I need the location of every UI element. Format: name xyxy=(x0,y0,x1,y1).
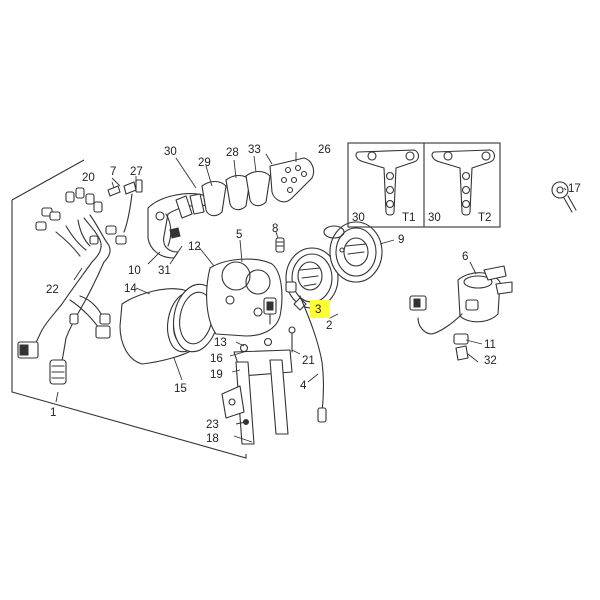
leader-lines xyxy=(55,152,567,443)
callout-19: 19 xyxy=(210,369,223,381)
callout-31: 31 xyxy=(158,265,171,277)
ignition-switch xyxy=(409,265,513,361)
callout-9: 9 xyxy=(398,234,404,246)
detail-t2-part: 30 xyxy=(428,212,441,224)
callout-23: 23 xyxy=(206,419,219,431)
callout-3-highlight xyxy=(310,300,330,318)
callout-26: 26 xyxy=(318,144,331,156)
callout-27: 27 xyxy=(130,166,143,178)
callout-14: 14 xyxy=(124,283,137,295)
cluster-cover xyxy=(147,193,211,259)
callout-20: 20 xyxy=(82,172,95,184)
callout-17: 17 xyxy=(568,183,581,195)
detail-t1-label: T1 xyxy=(402,212,415,224)
mounting-plate xyxy=(206,258,283,337)
callout-10: 10 xyxy=(128,265,141,277)
callout-1: 1 xyxy=(50,407,56,419)
wiring-harness xyxy=(17,187,127,385)
callout-8: 8 xyxy=(272,223,278,235)
callout-30: 30 xyxy=(164,146,177,158)
callout-6: 6 xyxy=(462,251,468,263)
screw-8 xyxy=(275,237,285,253)
callout-5: 5 xyxy=(236,229,242,241)
ignition-key xyxy=(551,181,577,213)
cover-clips xyxy=(201,157,315,217)
callout-7: 7 xyxy=(110,166,116,178)
callout-16: 16 xyxy=(210,353,223,365)
callout-11: 11 xyxy=(484,339,496,351)
callout-32: 32 xyxy=(484,355,497,367)
callout-12: 12 xyxy=(188,241,201,253)
callout-21: 21 xyxy=(302,355,315,367)
exploded-view-frame xyxy=(11,159,247,459)
callout-2: 2 xyxy=(326,320,332,332)
callout-28: 28 xyxy=(226,147,239,159)
callout-4: 4 xyxy=(300,380,307,392)
callout-18: 18 xyxy=(206,433,219,445)
mounting-bracket xyxy=(221,326,296,445)
callout-33: 33 xyxy=(248,144,261,156)
callout-29: 29 xyxy=(198,157,211,169)
callout-22: 22 xyxy=(46,284,59,296)
callout-15: 15 xyxy=(174,383,187,395)
detail-t2-label: T2 xyxy=(478,212,491,224)
callout-13: 13 xyxy=(214,337,227,349)
callout-3: 3 xyxy=(315,304,321,316)
gauge-9 xyxy=(323,221,383,283)
callout-labels: 1 2 3 4 5 6 7 8 9 10 11 12 13 14 15 16 1… xyxy=(46,144,581,445)
terminal-parts xyxy=(107,179,143,233)
speedo-cable xyxy=(299,295,325,413)
variant-detail-box xyxy=(347,142,501,228)
detail-t1-part: 30 xyxy=(352,212,365,224)
